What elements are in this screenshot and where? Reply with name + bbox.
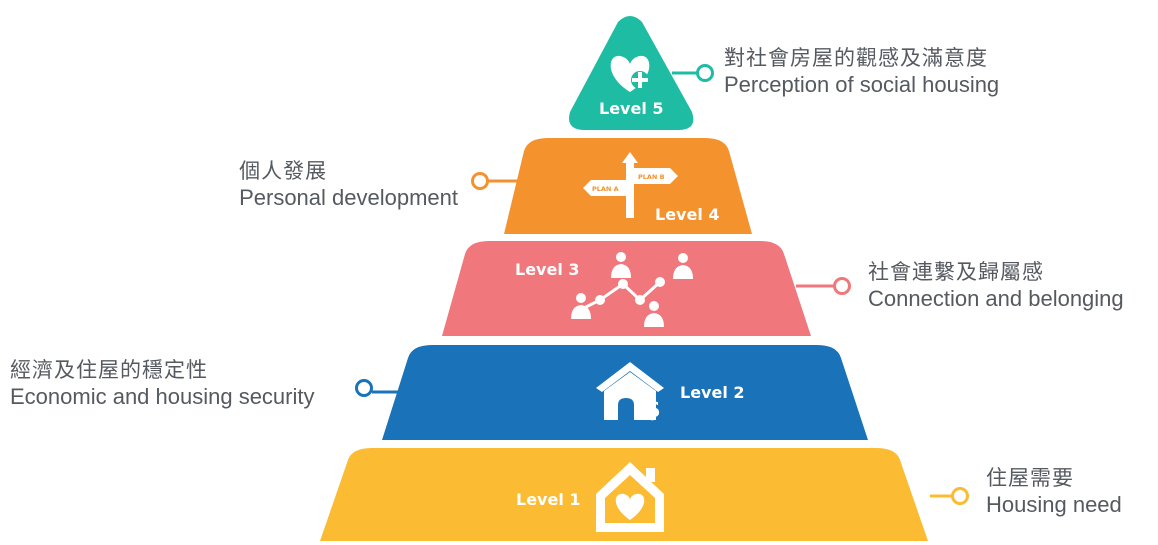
heart-plus-icon xyxy=(610,55,650,92)
level-4-caption: 個人發展 Personal development xyxy=(239,158,458,212)
level-4-caption-en: Personal development xyxy=(239,185,458,211)
level-1-tier: Level 1 xyxy=(320,448,928,541)
level-4-tier: Level 4 PLAN A PLAN B xyxy=(504,138,752,234)
level-3-caption: 社會連繫及歸屬感 Connection and belonging xyxy=(868,259,1124,313)
level-3-tier: Level 3 xyxy=(442,241,811,336)
plan-a-text: PLAN A xyxy=(592,185,619,193)
house-heart-icon xyxy=(596,462,664,532)
level-5-tier: Level 5 xyxy=(569,16,694,130)
level-4-caption-zh: 個人發展 xyxy=(239,159,328,183)
level-3-label: Level 3 xyxy=(515,260,580,279)
level-5-caption-en: Perception of social housing xyxy=(724,72,1000,98)
level-5-caption: 對社會房屋的觀感及滿意度 Perception of social housin… xyxy=(724,45,999,99)
house-dollar-icon: $ xyxy=(596,362,664,423)
level-4-connector xyxy=(471,172,524,190)
plan-b-text: PLAN B xyxy=(638,173,665,181)
level-1-caption-zh: 住屋需要 xyxy=(986,466,1074,490)
svg-text:$: $ xyxy=(644,395,661,423)
level-5-connector xyxy=(672,64,714,82)
level-3-caption-zh: 社會連繫及歸屬感 xyxy=(868,260,1044,284)
level-4-label: Level 4 xyxy=(655,205,720,224)
level-2-caption: 經濟及住屋的穩定性 Economic and housing security xyxy=(10,357,315,411)
level-1-caption-en: Housing need xyxy=(986,492,1122,518)
level-1-connector xyxy=(930,487,969,505)
level-2-tier: Level 2 $ xyxy=(382,345,868,440)
level-2-caption-en: Economic and housing security xyxy=(10,384,315,410)
level-2-connector xyxy=(355,379,405,397)
level-5-label: Level 5 xyxy=(599,99,664,118)
level-5-caption-zh: 對社會房屋的觀感及滿意度 xyxy=(724,46,988,70)
level-1-caption: 住屋需要 Housing need xyxy=(986,465,1122,519)
level-3-connector xyxy=(796,277,851,295)
level-3-caption-en: Connection and belonging xyxy=(868,286,1124,312)
level-2-caption-zh: 經濟及住屋的穩定性 xyxy=(10,358,208,382)
level-2-label: Level 2 xyxy=(680,383,745,402)
people-network-icon xyxy=(571,252,693,327)
level-1-label: Level 1 xyxy=(516,490,581,509)
signpost-icon: PLAN A PLAN B xyxy=(583,152,678,218)
